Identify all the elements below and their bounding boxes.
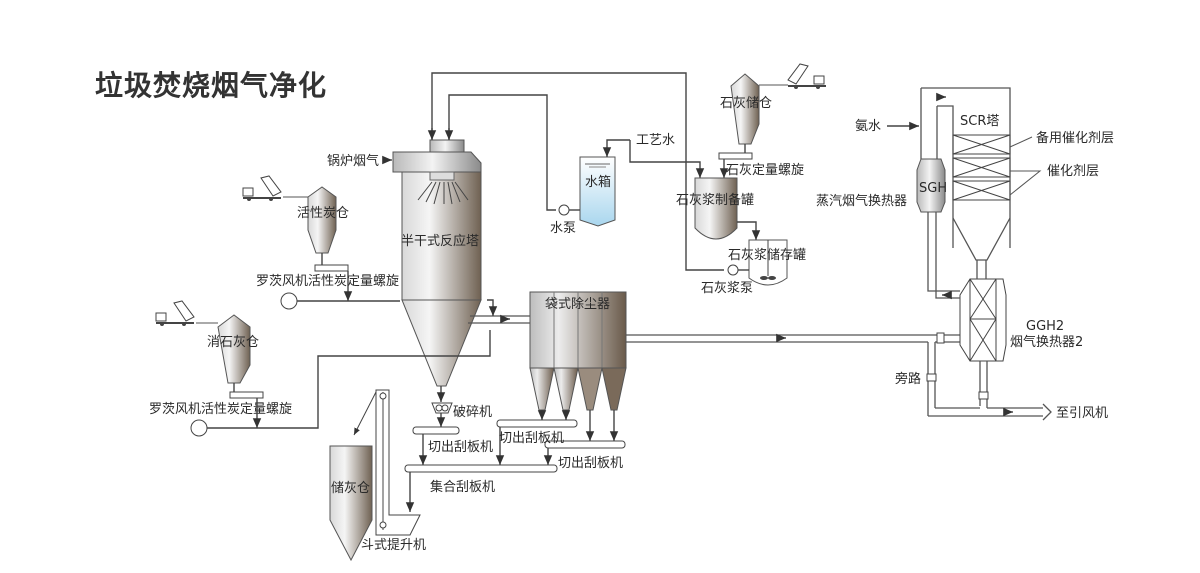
bypass-label: 旁路 bbox=[895, 371, 921, 387]
roots-blower-carbon-screw-label-2: 罗茨风机活性炭定量螺旋 bbox=[149, 402, 292, 417]
sgh-exchanger bbox=[916, 88, 946, 213]
water-pump-label: 水泵 bbox=[550, 221, 576, 236]
gas-heat-exchanger-2-label: 烟气换热器2 bbox=[1010, 334, 1083, 350]
bucket-elevator bbox=[353, 389, 421, 536]
damper-icon-1 bbox=[936, 332, 945, 344]
sgh-label: SGH bbox=[919, 181, 947, 196]
ammonia-water-label: 氨水 bbox=[855, 119, 881, 134]
lime-dosing-screw-2 bbox=[229, 391, 264, 399]
process-water-label: 工艺水 bbox=[636, 133, 675, 148]
collecting-scraper bbox=[404, 464, 558, 473]
lime-dosing-screw bbox=[718, 152, 753, 160]
top-feed-lines bbox=[427, 72, 724, 271]
lime-slurry-pump-icon bbox=[727, 264, 739, 276]
semi-dry-reactor-label: 半干式反应塔 bbox=[401, 233, 479, 249]
carbon-dosing-screw bbox=[314, 264, 349, 272]
outlet-duct bbox=[928, 361, 1052, 421]
to-id-fan-label: 至引风机 bbox=[1056, 406, 1108, 421]
lime-slurry-storage-tank bbox=[748, 239, 788, 286]
dump-truck-icon-2 bbox=[155, 300, 195, 326]
sgh-riser-duct bbox=[927, 212, 960, 300]
bag-filter bbox=[529, 291, 627, 411]
standby-catalyst-layer-label: 备用催化剂层 bbox=[1036, 130, 1114, 146]
lime-slurry-storage-tank-label: 石灰浆储存罐 bbox=[728, 248, 806, 263]
scr-tower bbox=[921, 87, 1011, 279]
collecting-scraper-label: 集合刮板机 bbox=[430, 479, 495, 495]
discharge-scraper-label-2: 切出刮板机 bbox=[499, 431, 564, 446]
lime-slurry-pump-label: 石灰浆泵 bbox=[701, 281, 753, 296]
lime-silo bbox=[730, 63, 826, 145]
discharge-scraper-2 bbox=[496, 419, 578, 428]
scr-tower-label: SCR塔 bbox=[960, 114, 999, 129]
lime-silo-label: 石灰储仓 bbox=[720, 96, 772, 111]
discharge-scraper-1 bbox=[412, 426, 460, 435]
ash-handling bbox=[404, 386, 626, 512]
roots-blower-icon-1 bbox=[280, 292, 298, 310]
crusher-label: 破碎机 bbox=[453, 405, 492, 420]
steam-gas-heat-exchanger-label: 蒸汽烟气换热器 bbox=[816, 193, 907, 209]
dump-truck-icon-3 bbox=[787, 63, 826, 89]
bypass-damper-icon bbox=[926, 373, 937, 382]
catalyst-layer-label: 催化剂层 bbox=[1047, 164, 1099, 179]
discharge-scraper-label-1: 切出刮板机 bbox=[428, 440, 493, 455]
water-pump-icon bbox=[558, 204, 570, 216]
lime-slurry-prep-tank bbox=[694, 177, 738, 240]
bag-filter-label: 袋式除尘器 bbox=[545, 297, 610, 312]
discharge-scraper-3 bbox=[544, 440, 626, 449]
ggh2-label: GGH2 bbox=[1026, 319, 1064, 334]
activated-carbon-silo-label: 活性炭仓 bbox=[297, 206, 349, 221]
boiler-flue-gas-label: 锅炉烟气 bbox=[327, 153, 379, 169]
ash-silo-label: 储灰仓 bbox=[331, 481, 370, 496]
bucket-elevator-label: 斗式提升机 bbox=[361, 537, 426, 553]
roots-blower-carbon-screw-label-1: 罗茨风机活性炭定量螺旋 bbox=[256, 274, 399, 289]
page-title: 垃圾焚烧烟气净化 bbox=[95, 69, 328, 102]
lime-dosing-screw-label: 石灰定量螺旋 bbox=[726, 163, 804, 178]
roots-blower-icon-2 bbox=[190, 419, 208, 437]
main-flue-duct bbox=[626, 332, 960, 416]
water-tank-label: 水箱 bbox=[585, 174, 611, 190]
dump-truck-icon-1 bbox=[242, 175, 282, 201]
slaked-lime-silo bbox=[155, 300, 251, 384]
ash-silo bbox=[329, 445, 373, 562]
slaked-lime-silo-label: 消石灰仓 bbox=[207, 335, 259, 350]
reactor-to-bagfilter-duct bbox=[468, 299, 530, 324]
lime-slurry-prep-tank-label: 石灰浆制备罐 bbox=[676, 192, 754, 208]
activated-carbon-silo bbox=[242, 175, 337, 254]
ggh2-exchanger bbox=[959, 278, 1007, 362]
semi-dry-reactor bbox=[392, 139, 482, 387]
discharge-scraper-label-3: 切出刮板机 bbox=[558, 456, 623, 471]
water-tank bbox=[579, 156, 616, 227]
